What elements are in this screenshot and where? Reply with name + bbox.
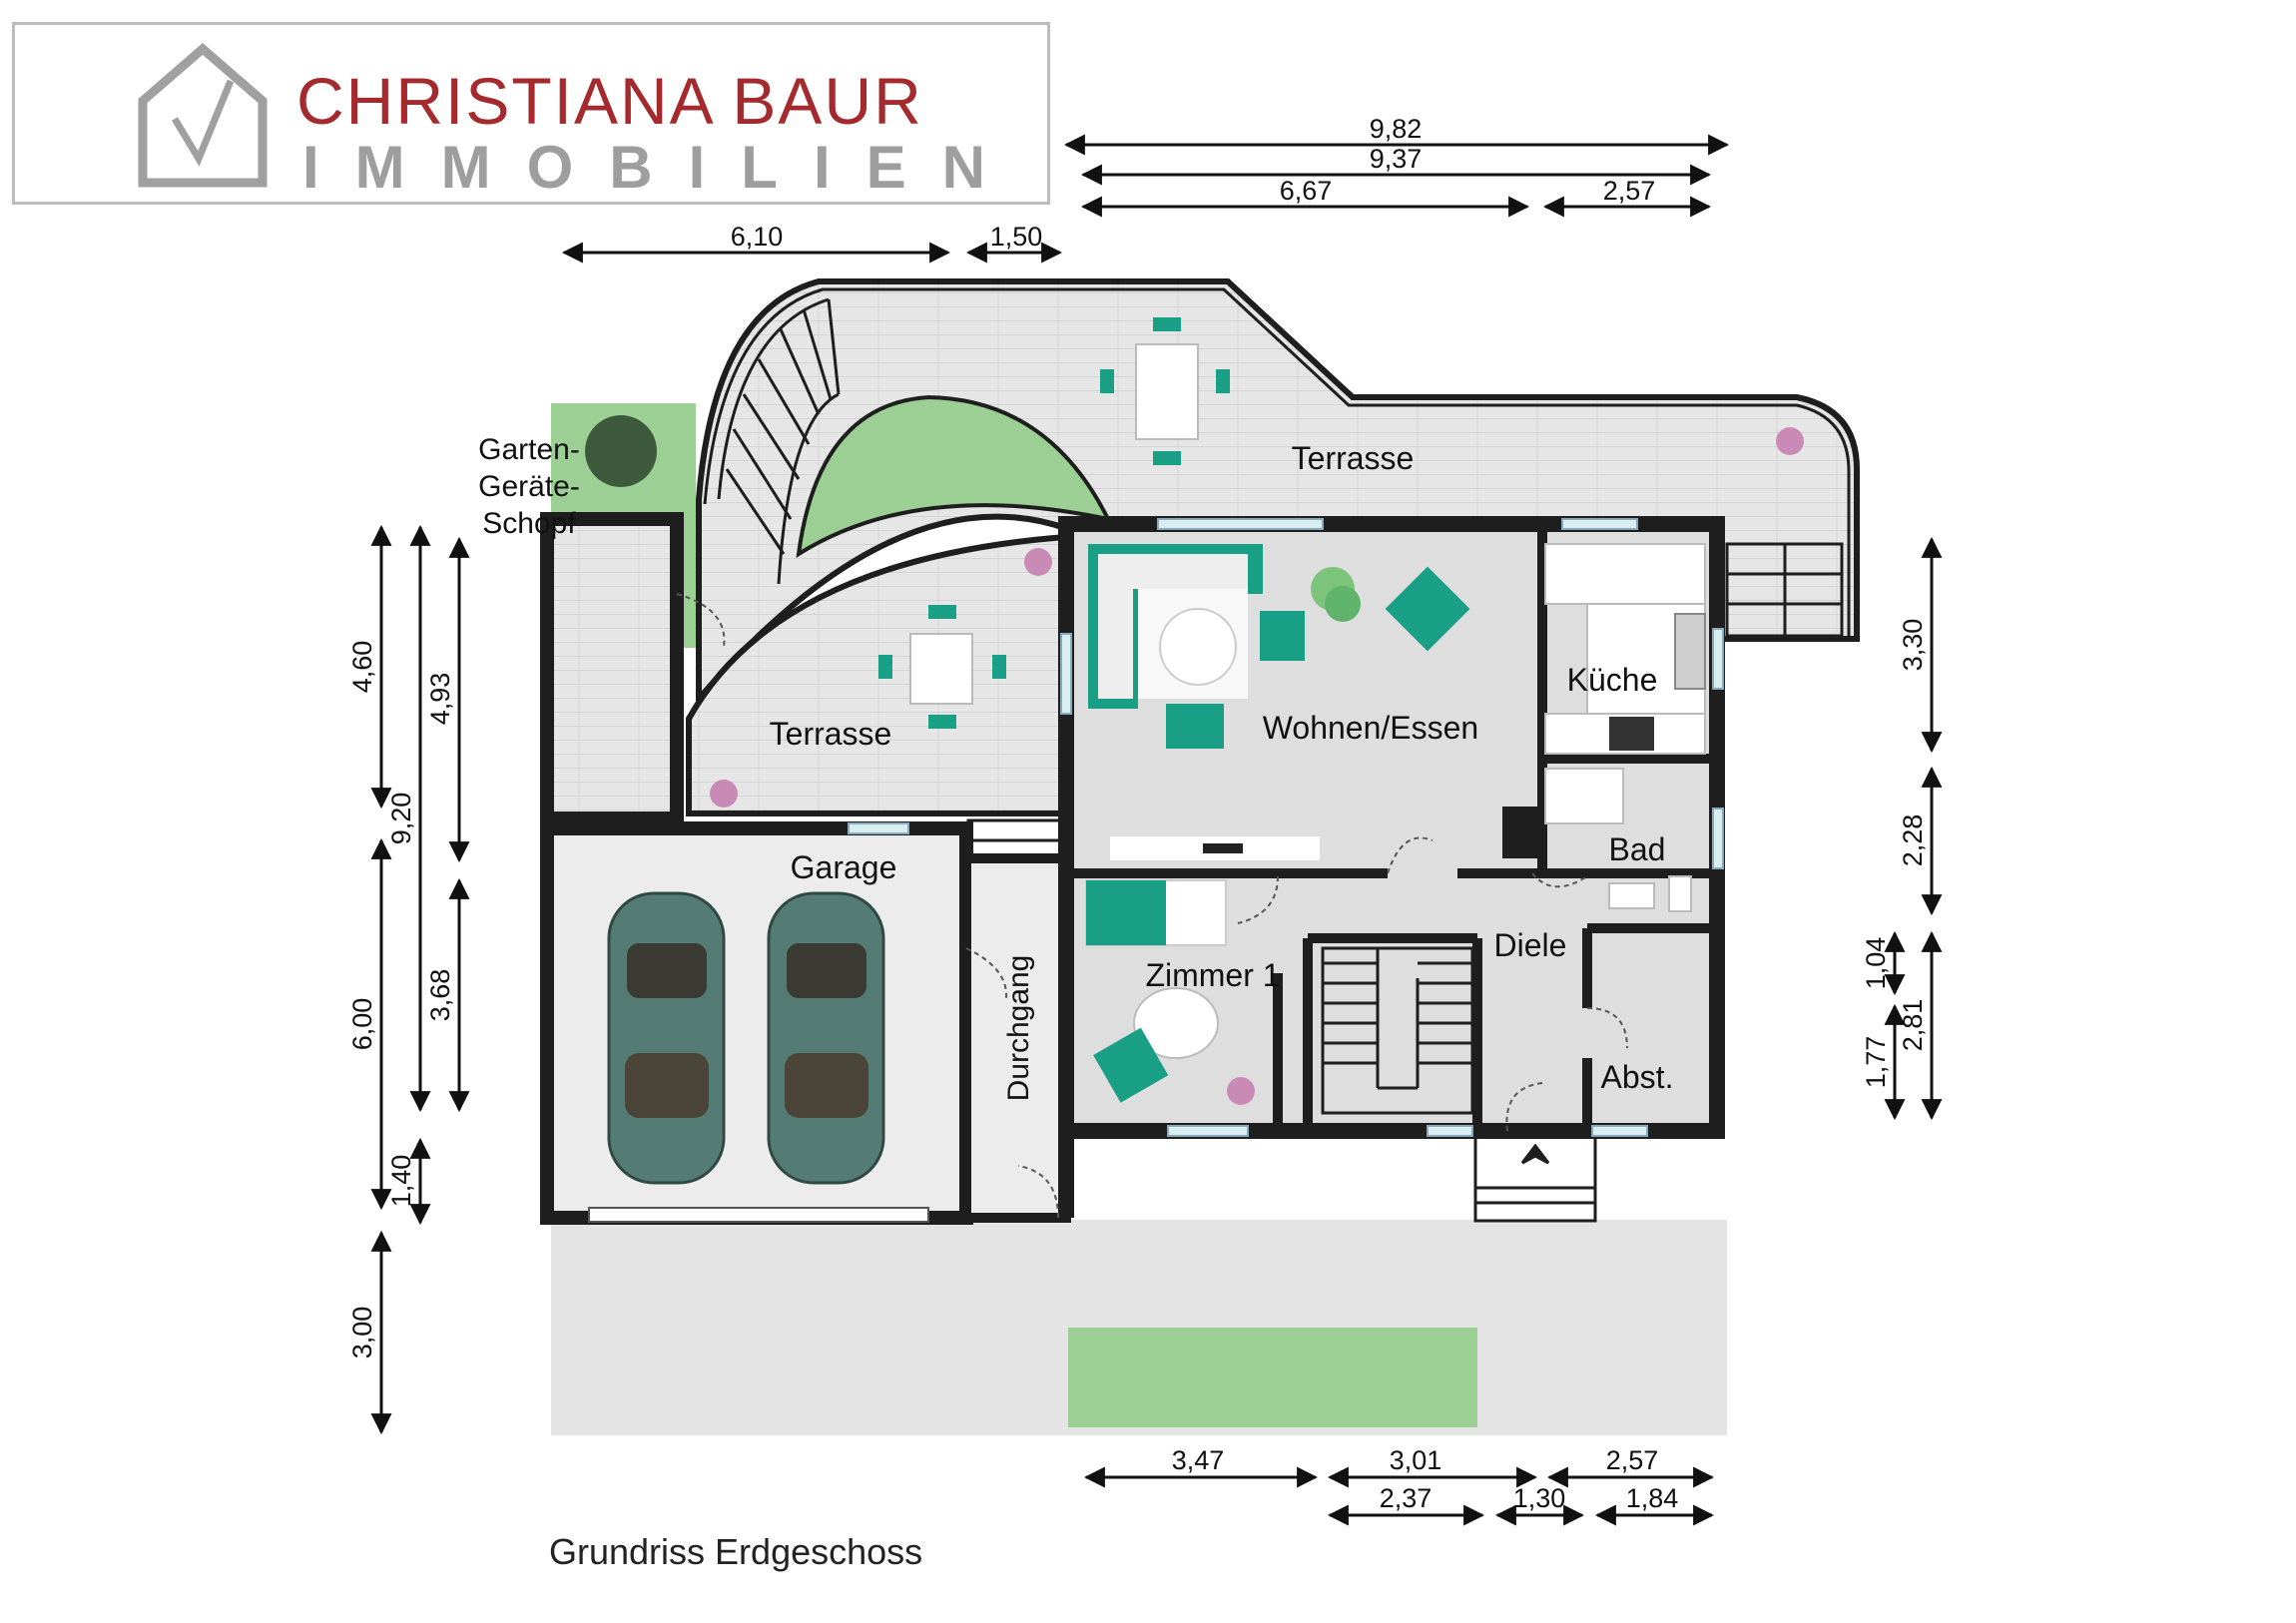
dim-label: 4,93 [425,673,455,726]
flower-icon [710,780,738,808]
chimney [1502,807,1537,858]
chair [1166,704,1224,749]
plan-title: Grundriss Erdgeschoss [549,1531,923,1572]
dim-label: 3,68 [425,969,455,1022]
brand-subtitle: IMMOBILIEN [302,134,1021,201]
left-terrace [686,533,1069,816]
dim-label: 6,00 [347,998,377,1051]
windows [848,518,1724,1137]
room-label-living: Wohnen/Essen [1263,710,1478,746]
dim-label: 2,37 [1380,1483,1433,1513]
terrace-table-top [1100,317,1230,465]
dimension-lines [370,134,1943,1526]
kitchen-counter [1544,543,1706,605]
dim-label: 1,84 [1626,1483,1679,1513]
room-label-storage: Abst. [1601,1059,1674,1095]
tree-icon [585,415,657,487]
dim-label: 1,40 [386,1155,416,1208]
garden-bed [796,394,1112,558]
flower-icon [1227,1077,1255,1105]
curved-stairs [717,297,841,585]
car-icon [607,891,726,1185]
dim-label: 9,82 [1370,114,1423,144]
dim-label: 1,30 [1513,1483,1566,1513]
dim-label: 4,60 [347,641,377,694]
round-table [1133,987,1219,1059]
flower-icon [1024,548,1052,576]
toilet-icon [1668,875,1692,912]
lawn-strip [1068,1328,1477,1427]
room-label-garage: Garage [791,849,897,885]
dim-label: 1,04 [1861,937,1891,990]
room-label-terrace-top: Terrasse [1292,440,1415,476]
passage-steps[interactable] [966,818,1065,862]
chair [1260,611,1305,661]
garden-shed [540,512,684,825]
room-label-kitchen: Küche [1567,662,1658,698]
room-label-bath: Bad [1609,831,1666,867]
plant-icon [1325,586,1361,622]
dining-table-round [1159,608,1237,686]
dim-label: 1,77 [1861,1036,1891,1089]
dim-label: 3,00 [347,1307,377,1359]
flower-icon [1776,427,1804,455]
room-label-shed-1: Garten- [478,433,580,466]
dim-label: 2,57 [1603,176,1656,206]
inner-stairs [1321,946,1474,1115]
room-label-terrace-left: Terrasse [770,716,892,752]
dim-label: 1,50 [990,222,1043,252]
car-icon [767,891,885,1185]
house-check-icon [138,43,268,188]
dim-label: 2,57 [1606,1445,1659,1475]
room-label-shed-2: Geräte- [478,470,580,503]
dim-label: 3,01 [1390,1445,1442,1475]
stove-icon [1609,717,1654,751]
terrace-table-left [878,605,1006,729]
garage-door[interactable] [588,1207,929,1223]
dim-label: 9,20 [386,793,416,845]
living-sofa [1088,544,1263,709]
upper-terrace [696,278,1860,708]
armchair [1093,1027,1169,1103]
dim-label: 9,37 [1370,144,1423,174]
room-label-room1: Zimmer 1 [1145,957,1280,993]
dim-label: 6,67 [1280,176,1333,206]
dim-label: 6,10 [731,222,784,252]
room-label-shed-3: Schopf [482,507,576,540]
tv-icon [1203,843,1243,853]
door-swings [676,593,1628,1219]
dim-label: 2,28 [1898,814,1928,867]
room-label-passage: Durchgang [1002,955,1035,1102]
shower-icon [1544,768,1624,824]
washbasin-icon [1608,882,1655,909]
sink-icon [1674,613,1706,690]
dim-label: 3,47 [1172,1445,1225,1475]
brand-logo-box: CHRISTIANA BAUR IMMOBILIEN [12,22,1050,205]
dim-label: 2,81 [1898,999,1928,1052]
terrace-steps[interactable] [1725,542,1844,638]
inner-walls [1066,524,1717,1131]
entrance-steps[interactable] [1473,1129,1597,1223]
room-label-hall: Diele [1494,927,1567,963]
bed-cover [1086,880,1166,945]
brand-name: CHRISTIANA BAUR [296,64,923,138]
dim-label: 3,30 [1898,619,1928,672]
